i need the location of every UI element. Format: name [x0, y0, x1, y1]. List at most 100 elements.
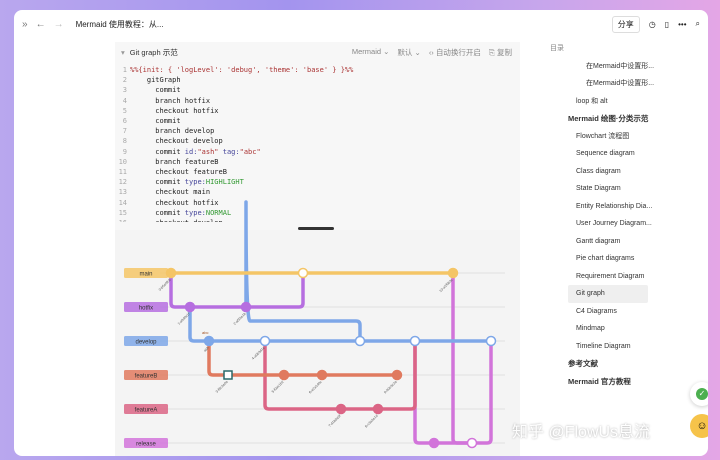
- forward-icon[interactable]: →: [53, 18, 64, 30]
- code-token: commit: [130, 147, 185, 156]
- code-token: tag:: [222, 147, 240, 156]
- toc-item[interactable]: State Diagram: [576, 185, 621, 192]
- line-number: 11: [118, 168, 127, 177]
- branch-label: develop: [135, 340, 157, 346]
- merge-commit-node: [354, 335, 366, 347]
- toc-item[interactable]: Class diagram: [576, 167, 621, 175]
- toc-item[interactable]: Entity Relationship Dia...: [576, 202, 653, 210]
- copy-label: 复制: [497, 47, 512, 57]
- copy-button[interactable]: ⎘ 复制: [488, 47, 512, 57]
- toc-item[interactable]: Requirement Diagram: [576, 272, 645, 280]
- toc-item[interactable]: Mindmap: [576, 325, 605, 332]
- toc-item[interactable]: C4 Diagrams: [576, 307, 617, 315]
- code-line: 11 checkout featureB: [115, 167, 520, 177]
- commit-node: [240, 301, 252, 313]
- commit-node: [372, 403, 384, 415]
- line-number: 7: [122, 127, 127, 136]
- line-text: branch hotfix: [130, 96, 210, 106]
- toc-title: 目录: [550, 45, 564, 52]
- code-line: 5 checkout hotfix: [115, 106, 520, 116]
- resize-handle[interactable]: [298, 227, 334, 230]
- toc-item[interactable]: Gantt diagram: [576, 237, 621, 245]
- line-number: 6: [122, 117, 127, 126]
- line-number: 8: [122, 137, 127, 146]
- toc-item[interactable]: 在Mermaid中设置形...: [586, 62, 655, 70]
- code-line: 13 checkout main: [115, 187, 520, 197]
- toc-item[interactable]: User Journey Diagram...: [576, 220, 652, 227]
- toc-item[interactable]: Git graph: [568, 285, 648, 303]
- line-number: 13: [118, 188, 127, 197]
- merge-commit-node: [409, 335, 421, 347]
- history-icon[interactable]: ◷: [648, 19, 656, 29]
- toc-item[interactable]: 参考文献: [568, 359, 598, 368]
- toc-item[interactable]: Mermaid 官方教程: [568, 376, 631, 386]
- line-text: commit type:HIGHLIGHT: [130, 177, 244, 187]
- line-text: checkout develop: [130, 218, 222, 222]
- code-token: branch develop: [130, 127, 215, 136]
- code-token: checkout main: [130, 188, 211, 197]
- code-token: commit: [130, 86, 181, 95]
- code-line: 10 branch featureB: [115, 157, 520, 167]
- language-select[interactable]: Mermaid ⌄: [351, 46, 390, 56]
- back-icon[interactable]: ←: [35, 18, 46, 30]
- code-token: checkout hotfix: [130, 106, 219, 115]
- code-line: 1%%{init: { 'logLevel': 'debug', 'theme'…: [115, 65, 520, 75]
- wrap-toggle[interactable]: ‹› 自动换行开启: [428, 47, 481, 57]
- code-block: ▾ Git graph 示范 Mermaid ⌄ 默认 ⌄ ‹› 自动换行开启 …: [115, 42, 520, 456]
- code-line: 8 checkout develop: [115, 136, 520, 146]
- branch-label: main: [139, 272, 152, 278]
- commit-node: [278, 369, 290, 381]
- page-title: Mermaid 使用教程：从...: [75, 19, 164, 29]
- toc-item[interactable]: Timeline Diagram: [576, 342, 631, 350]
- branch-path: [169, 273, 305, 309]
- collapse-icon[interactable]: ▾: [121, 47, 125, 57]
- line-text: commit: [130, 116, 180, 126]
- line-text: checkout hotfix: [130, 106, 219, 116]
- more-icon[interactable]: •••: [678, 19, 687, 29]
- toc-item[interactable]: Flowchart 流程图: [576, 132, 630, 140]
- line-number: 3: [122, 86, 127, 95]
- code-token: NORMAL: [205, 208, 232, 217]
- commit-node: [391, 369, 403, 381]
- code-token: branch hotfix: [130, 96, 211, 105]
- code-token: commit: [130, 208, 185, 217]
- search-icon[interactable]: ⌕: [695, 19, 700, 28]
- line-text: checkout develop: [130, 136, 222, 146]
- expand-sidebar-icon[interactable]: »: [22, 18, 28, 30]
- code-line: 6 commit: [115, 116, 520, 126]
- commit-node: [165, 267, 177, 279]
- branch-label-bg: [124, 438, 168, 448]
- toc-item[interactable]: Mermaid 绘图·分类示范: [568, 114, 649, 123]
- mascot-sticker: ☺: [690, 414, 708, 438]
- code-line: 14 checkout hotfix: [115, 198, 520, 208]
- line-number: 16: [115, 218, 127, 222]
- theme-select[interactable]: 默认 ⌄: [397, 47, 421, 57]
- graph-background: [115, 230, 520, 456]
- merge-commit-node: [297, 267, 309, 279]
- branch-label: featureA: [135, 408, 158, 414]
- commit-id-label: ash: [203, 346, 210, 353]
- code-line: 7 branch develop: [115, 126, 520, 136]
- branch-path: [207, 341, 397, 377]
- table-of-contents: 目录在Mermaid中设置形... 在Mermaid中设置形... loop 和 a…: [546, 40, 696, 390]
- code-token: type:: [184, 208, 206, 217]
- status-ok-button[interactable]: ✓: [690, 382, 708, 406]
- toc-item[interactable]: Pie chart diagrams: [576, 255, 635, 262]
- bookmark-icon[interactable]: ▯: [664, 19, 670, 29]
- commit-node: [203, 335, 215, 347]
- line-number: 14: [118, 198, 127, 207]
- toc-item[interactable]: 在Mermaid中设置形...: [586, 80, 655, 87]
- code-line: 9 commit id:"ash" tag:"abc": [115, 147, 520, 157]
- branch-label-bg: [124, 268, 168, 278]
- line-text: checkout main: [130, 187, 210, 197]
- code-line: 16 checkout develop: [115, 218, 520, 222]
- toc-item[interactable]: Sequence diagram: [576, 150, 635, 157]
- code-line: 3 commit: [115, 85, 520, 95]
- share-button[interactable]: 分享: [611, 15, 640, 33]
- line-number: 2: [122, 76, 127, 85]
- code-title: Git graph 示范: [129, 47, 178, 57]
- toc-item[interactable]: loop 和 alt: [576, 97, 608, 105]
- code-token: commit: [130, 178, 185, 187]
- branch-path: [451, 273, 472, 445]
- code-editor[interactable]: 1%%{init: { 'logLevel': 'debug', 'theme'…: [115, 62, 520, 222]
